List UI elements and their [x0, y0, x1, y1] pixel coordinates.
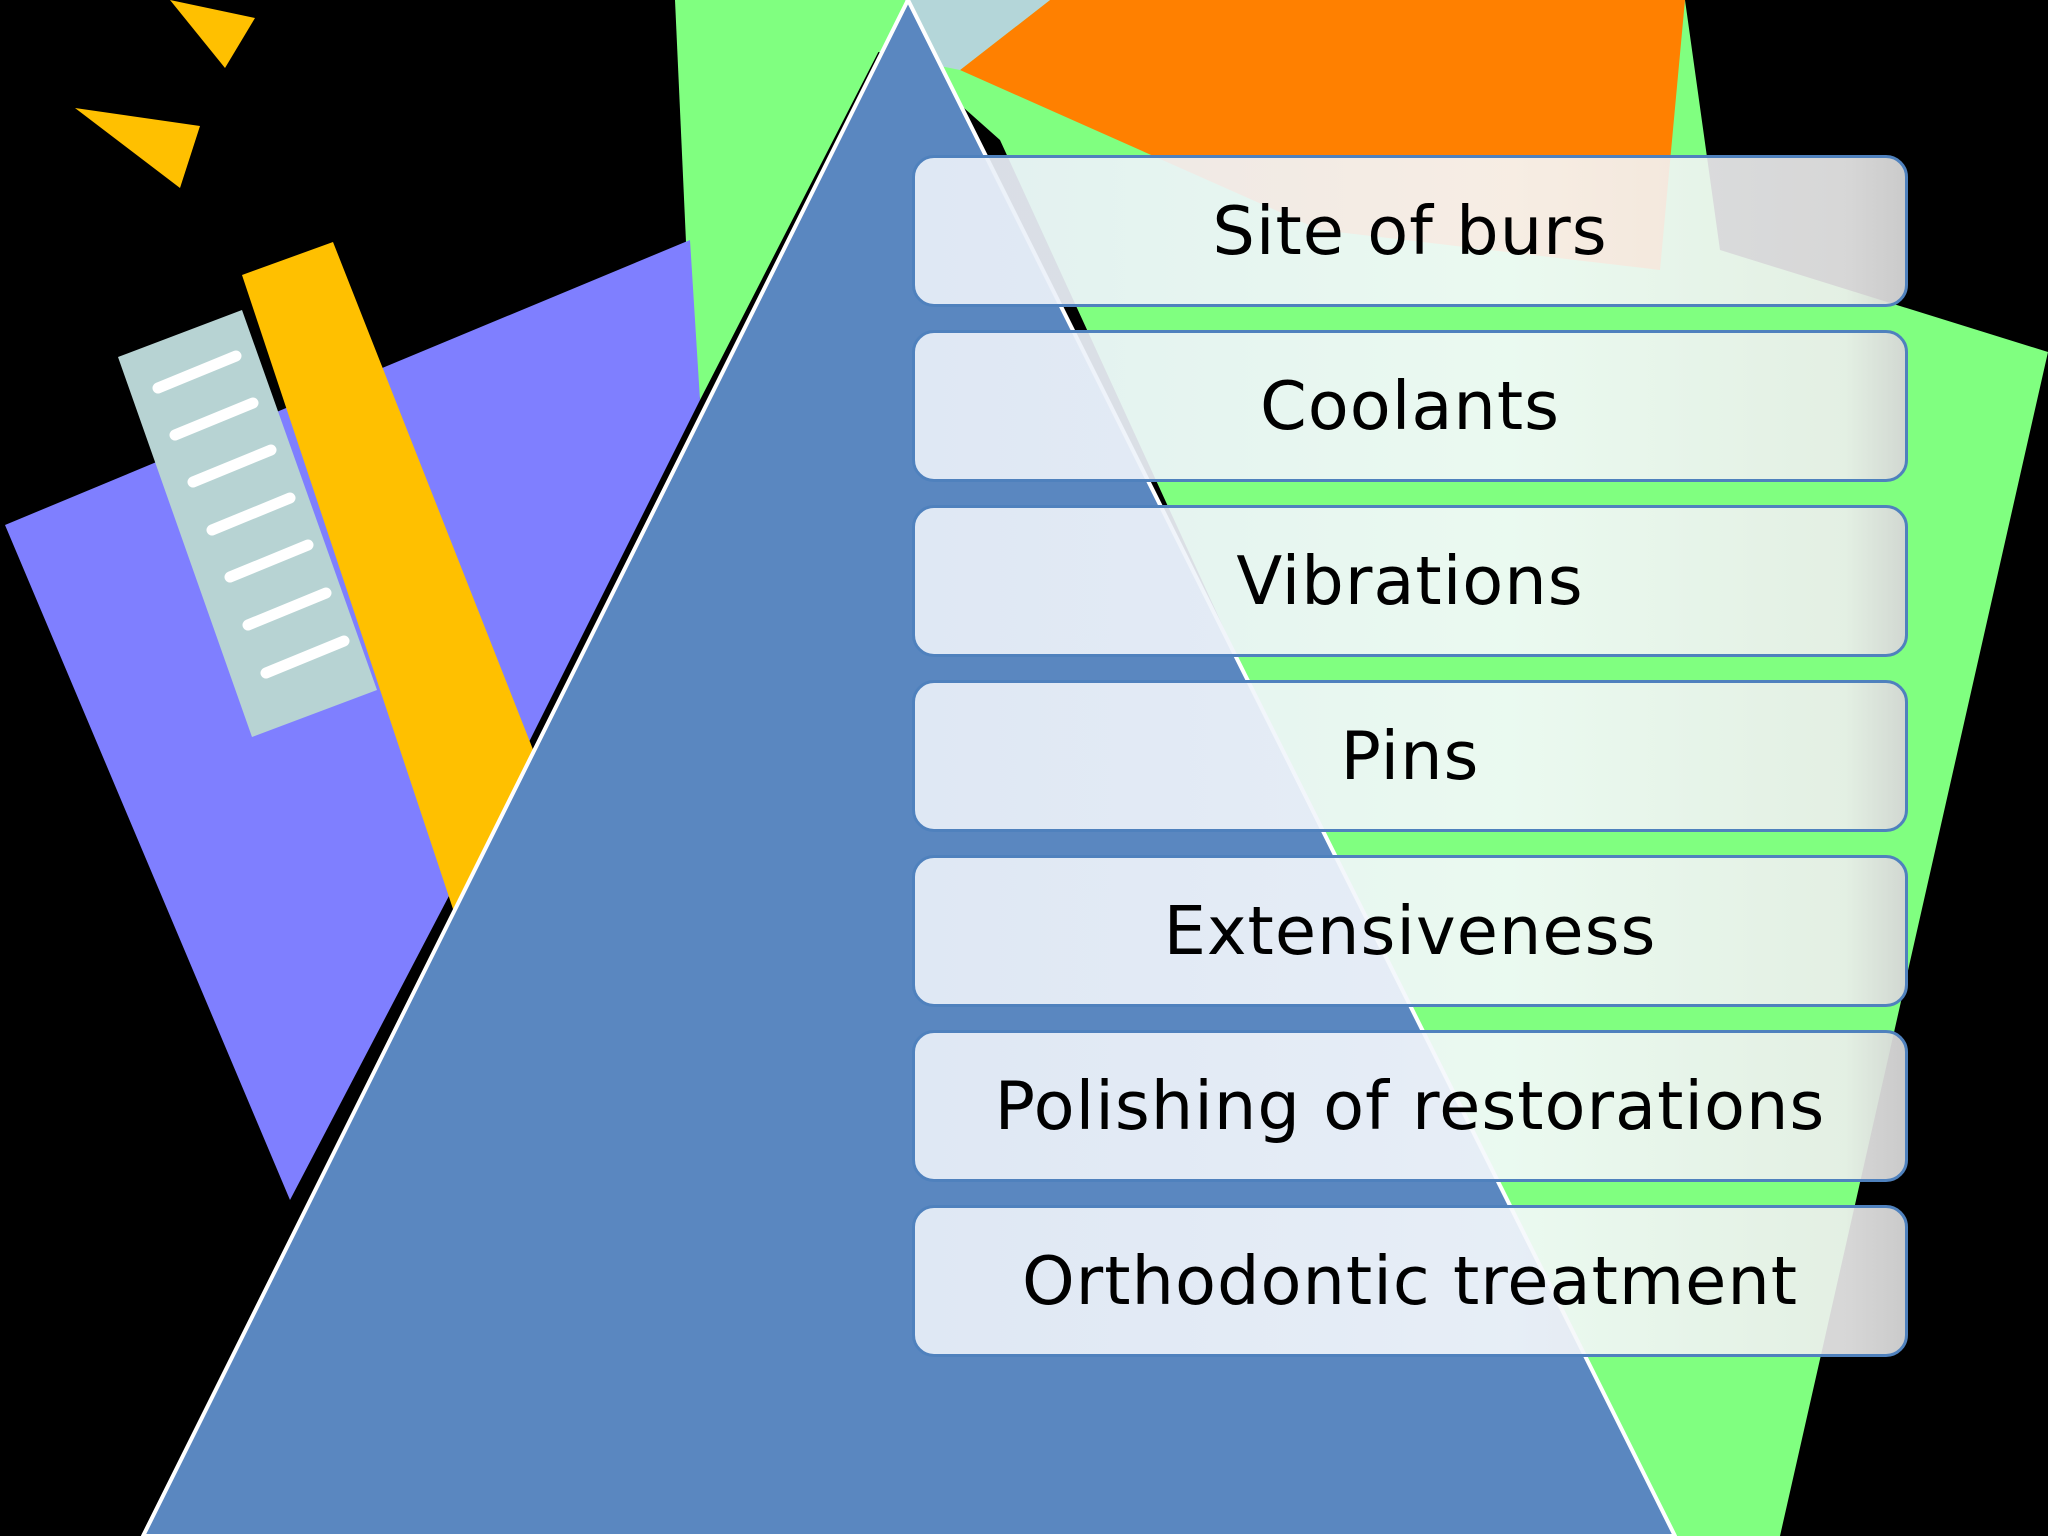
green-sheet-left [675, 0, 905, 400]
factor-label: Polishing of restorations [994, 1067, 1826, 1145]
factor-label: Pins [1340, 717, 1480, 795]
light-blue-sheet [905, 0, 1050, 70]
yellow-triangle-top [170, 0, 255, 68]
factor-list: Site of burs Coolants Vibrations Pins Ex… [912, 155, 1908, 1380]
factor-box-orthodontic-treatment: Orthodontic treatment [912, 1205, 1908, 1357]
yellow-triangle-left [75, 108, 200, 188]
factor-label: Vibrations [1236, 542, 1584, 620]
steel-tab [118, 310, 377, 737]
factor-box-pins: Pins [912, 680, 1908, 832]
yellow-bar [242, 242, 545, 915]
factor-box-extensiveness: Extensiveness [912, 855, 1908, 1007]
steel-tab-stripes [152, 350, 350, 679]
factor-label: Coolants [1259, 367, 1561, 445]
factor-box-polishing-of-restorations: Polishing of restorations [912, 1030, 1908, 1182]
factor-label: Orthodontic treatment [1021, 1242, 1799, 1320]
factor-label: Extensiveness [1163, 892, 1657, 970]
factor-box-coolants: Coolants [912, 330, 1908, 482]
factor-box-site-of-burs: Site of burs [912, 155, 1908, 307]
factor-label: Site of burs [1212, 192, 1608, 270]
factor-box-vibrations: Vibrations [912, 505, 1908, 657]
